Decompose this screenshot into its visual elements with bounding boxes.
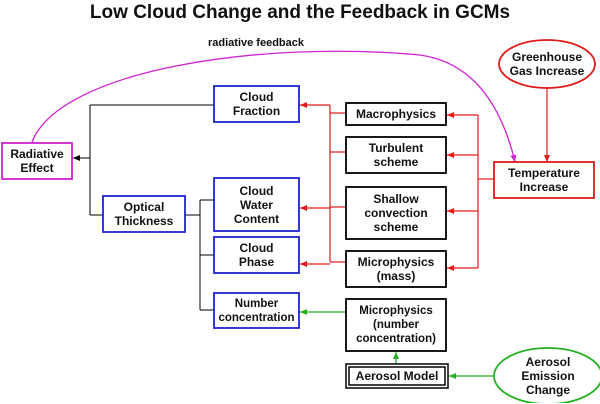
diagram-title: Low Cloud Change and the Feedback in GCM…: [89, 2, 511, 23]
cloud-fraction-box: [213, 85, 300, 123]
microphysics-mass-label: Microphysics (mass): [357, 255, 435, 283]
cloud-phase-label: Cloud Phase: [238, 241, 275, 269]
radiative-effect-box: [1, 142, 73, 180]
cloud-fraction-label: Cloud Fraction: [232, 90, 281, 118]
macrophysics-label: Macrophysics: [355, 107, 437, 121]
feedback-label: radiative feedback: [208, 37, 304, 49]
temperature-arrows: [300, 88, 550, 271]
turbulent-scheme-label: Turbulent scheme: [368, 141, 424, 169]
radiative-effect-label: Radiative Effect: [10, 147, 64, 175]
temperature-box: [493, 161, 595, 199]
cloud-connectors: [73, 104, 215, 311]
optical-thickness-box: [102, 195, 186, 233]
cloud-water-content-label: Cloud Water Content: [233, 183, 280, 226]
microphysics-number-label: Microphysics (number concentration): [356, 305, 436, 345]
aerosol-arrows: [300, 309, 493, 379]
cloud-phase-box: [213, 236, 300, 274]
number-concentration-label: Number concentration: [218, 297, 295, 324]
shallow-convection-label: Shallow convection scheme: [364, 192, 428, 234]
microphysics-number-box: [345, 298, 447, 352]
shallow-convection-box: [345, 186, 447, 240]
optical-thickness-label: Optical Thickness: [114, 200, 174, 228]
greenhouse-ellipse: [498, 39, 596, 89]
macrophysics-box: [345, 102, 447, 126]
aerosol-emission-label: Aerosol Emission Change: [521, 355, 575, 397]
cloud-water-content-box: [213, 177, 300, 232]
temperature-label: Temperature Increase: [508, 166, 580, 194]
aerosol-emission-ellipse: [493, 347, 600, 403]
turbulent-scheme-box: [345, 136, 447, 174]
aerosol-model-label: Aerosol Model: [355, 369, 439, 383]
aerosol-model-box-inner: [348, 366, 446, 386]
microphysics-mass-box: [345, 250, 447, 288]
greenhouse-label: Greenhouse Gas Increase: [509, 50, 585, 78]
number-concentration-box: [213, 292, 300, 329]
feedback-arrow: [31, 50, 517, 163]
